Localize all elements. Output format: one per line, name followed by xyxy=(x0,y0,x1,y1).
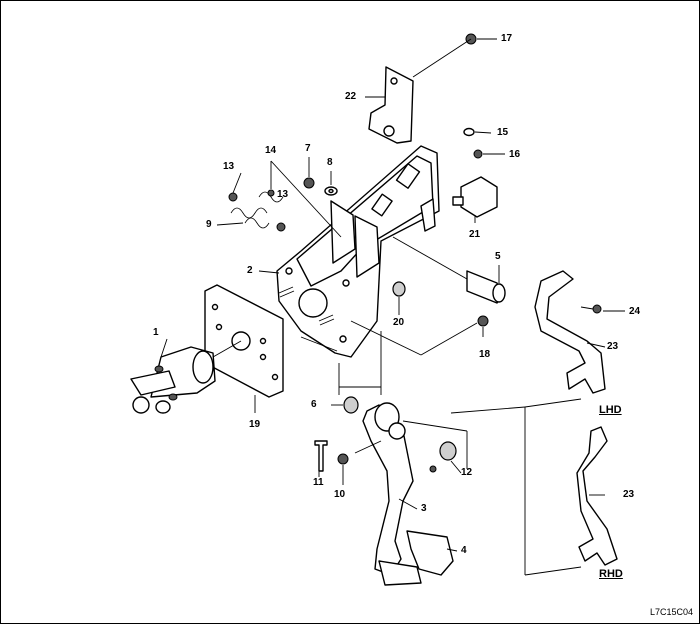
bracket-side-plate xyxy=(354,215,380,278)
spacer-part-20 xyxy=(392,281,406,297)
callout-16: 16 xyxy=(509,149,521,160)
callout-9: 9 xyxy=(206,219,212,230)
callout-7: 7 xyxy=(305,143,311,154)
callout-5: 5 xyxy=(495,251,501,262)
callout-21: 21 xyxy=(469,229,481,240)
bolt-part-11 xyxy=(314,440,328,472)
nut-part-13 xyxy=(228,192,238,202)
callout-22: 22 xyxy=(345,91,357,102)
bracket-slot xyxy=(371,193,393,217)
callout-19: 19 xyxy=(249,419,261,430)
callout-4: 4 xyxy=(461,545,467,556)
nut-part-13 xyxy=(267,189,275,197)
washer-part-15 xyxy=(463,127,475,137)
upper-bracket-part-22 xyxy=(368,66,414,144)
callout-1: 1 xyxy=(153,327,159,338)
callout-15: 15 xyxy=(497,127,509,138)
callout-20: 20 xyxy=(393,317,405,328)
callout-14: 14 xyxy=(265,145,277,156)
figure-reference-code: L7C15C04 xyxy=(649,607,693,617)
callout-6: 6 xyxy=(311,399,317,410)
nut-part-10 xyxy=(337,453,349,465)
return-spring-part-9 xyxy=(230,207,268,219)
callout-23: 23 xyxy=(607,341,619,352)
nut-part-16 xyxy=(473,149,483,159)
bracket-center-hole xyxy=(298,288,328,318)
nut-part-7 xyxy=(303,177,315,189)
variant-label-rhd: RHD xyxy=(599,568,623,580)
callout-23: 23 xyxy=(623,489,635,500)
bracket-side-plate xyxy=(330,200,356,264)
bracket-hole xyxy=(383,125,395,137)
callout-24: 24 xyxy=(629,306,641,317)
bracket-hole xyxy=(339,335,347,343)
callout-10: 10 xyxy=(334,489,346,500)
screw-part-24 xyxy=(592,304,602,314)
variant-label-lhd: LHD xyxy=(599,404,622,416)
bushing-part-12 xyxy=(439,441,457,461)
callout-11: 11 xyxy=(313,477,324,488)
nut-part-18 xyxy=(477,315,489,327)
bracket-hole xyxy=(390,77,398,85)
bracket-hole xyxy=(342,279,350,287)
callout-13: 13 xyxy=(223,161,235,172)
bracket-tab xyxy=(420,198,436,232)
pedal-stop-bracket-part-23-rhd xyxy=(576,426,618,566)
pedal-stop-bracket-part-23-lhd xyxy=(534,270,606,394)
callout-13: 13 xyxy=(277,189,289,200)
callout-8: 8 xyxy=(327,157,333,168)
switch-part-21 xyxy=(460,176,498,218)
callout-3: 3 xyxy=(421,503,427,514)
callout-18: 18 xyxy=(479,349,491,360)
bushing-part-6 xyxy=(343,396,359,414)
callout-12: 12 xyxy=(461,467,473,478)
nut-part-13 xyxy=(276,222,286,232)
bracket-slot xyxy=(395,163,421,189)
pedal-pad-part-4 xyxy=(406,530,454,576)
callout-2: 2 xyxy=(247,265,253,276)
callout-17: 17 xyxy=(501,33,513,44)
bracket-hole xyxy=(285,267,293,275)
